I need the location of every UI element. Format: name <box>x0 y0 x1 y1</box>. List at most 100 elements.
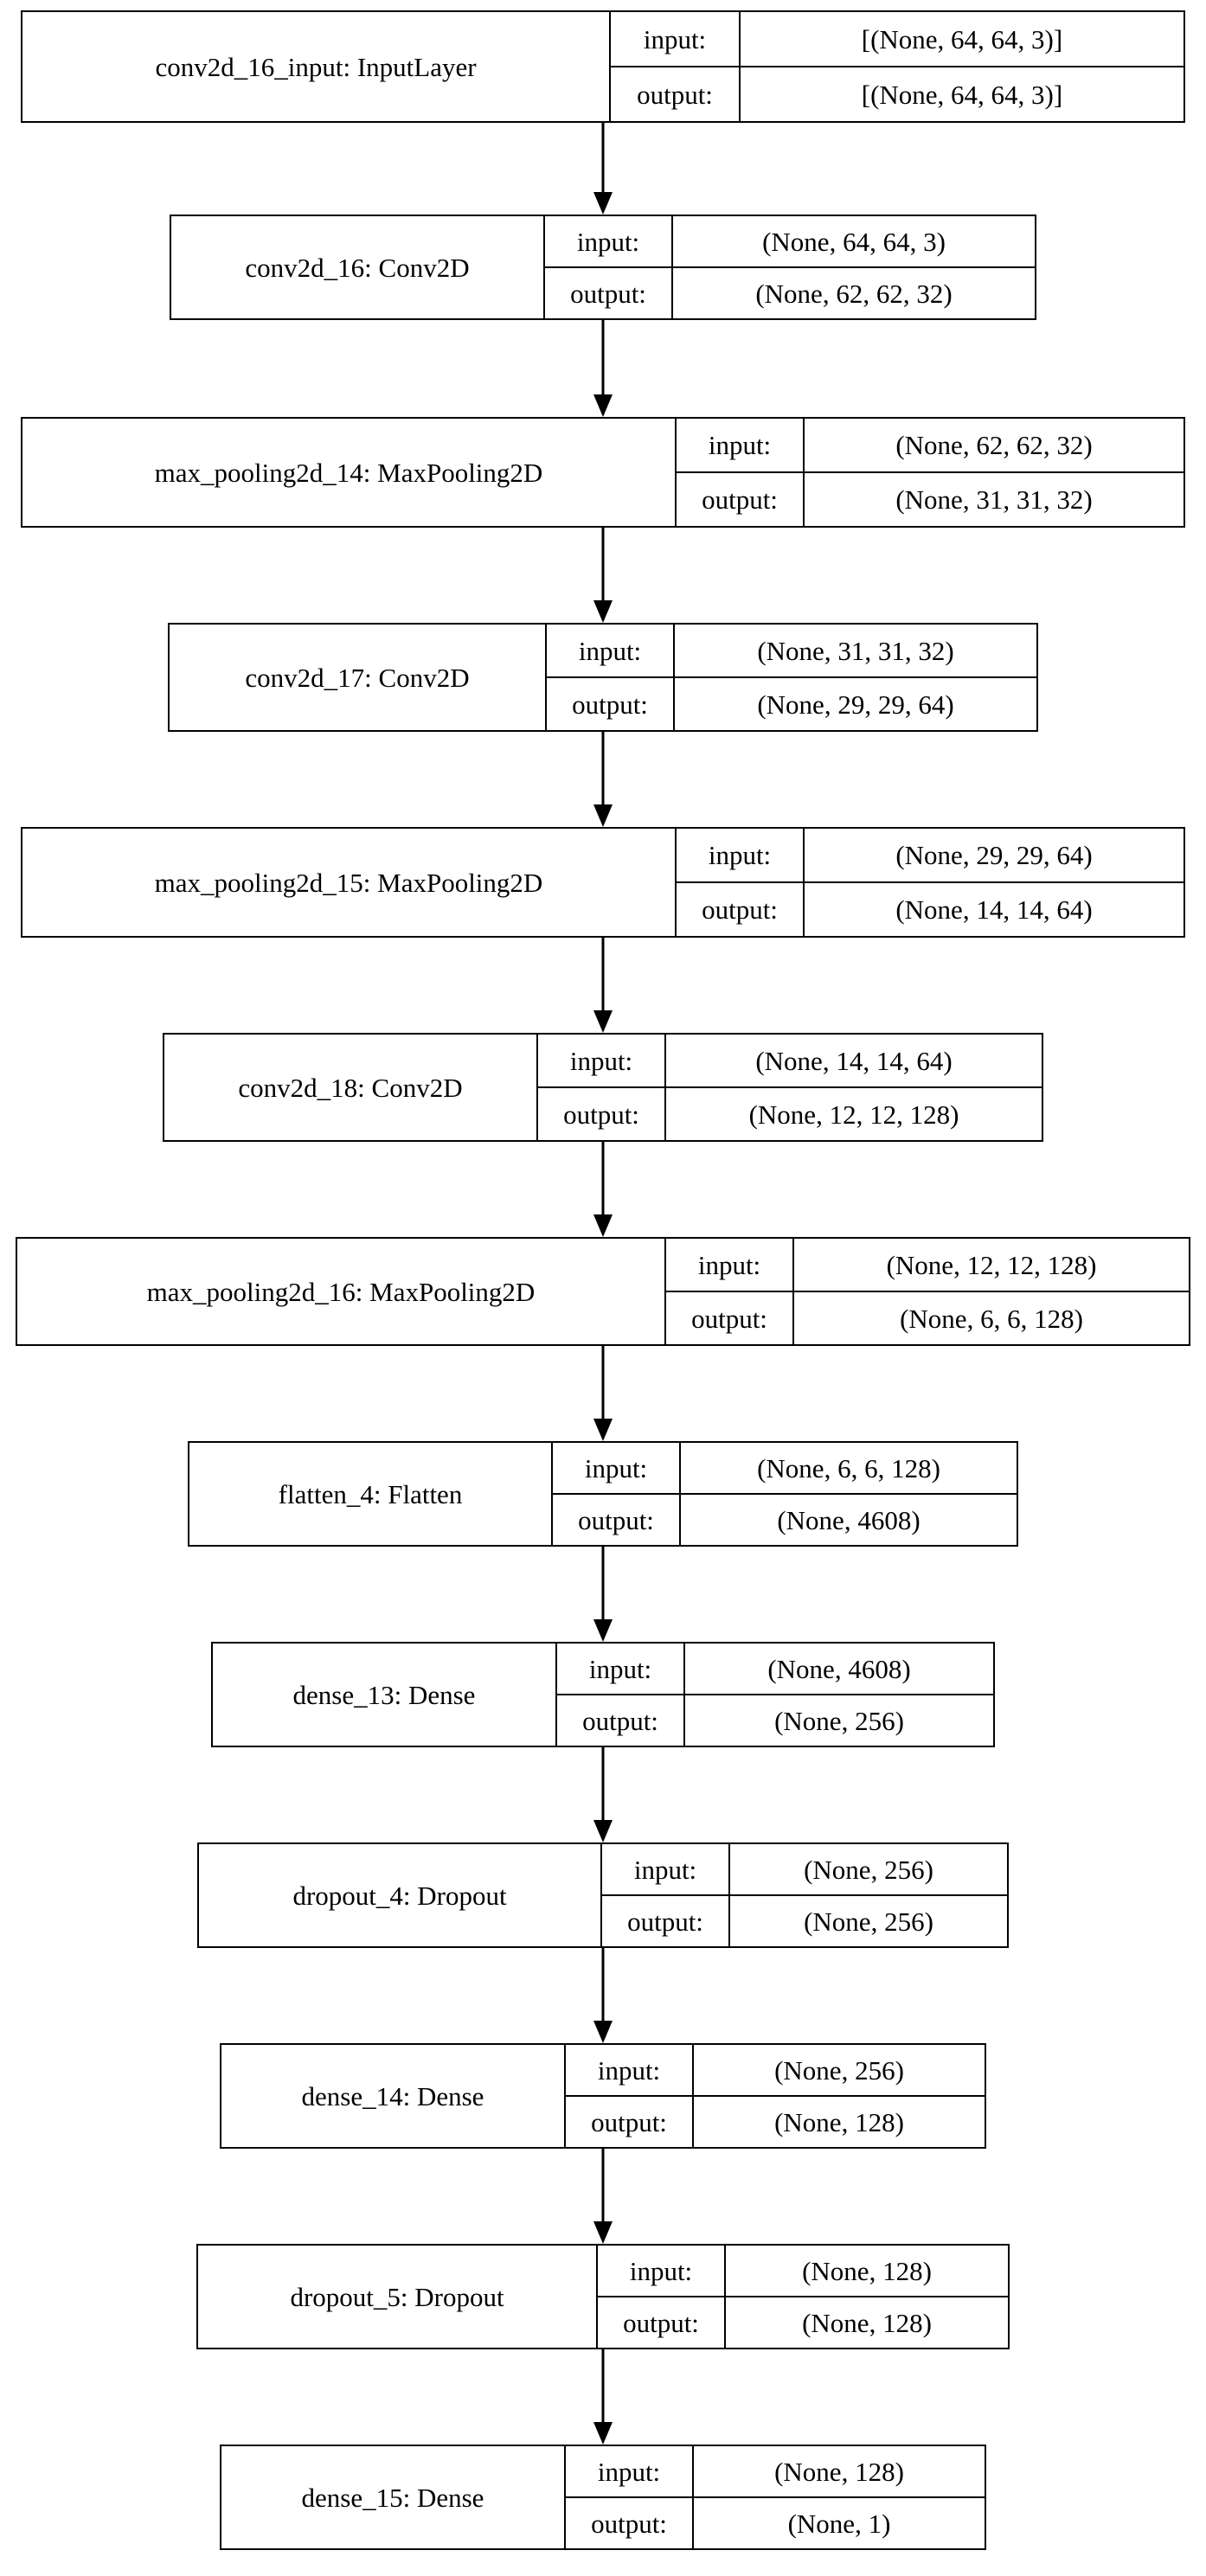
output-shape: (None, 256) <box>774 1705 904 1736</box>
io-row-input: input: (None, 4608) <box>557 1644 993 1695</box>
output-shape: (None, 14, 14, 64) <box>895 894 1093 925</box>
io-row-input: input: (None, 29, 29, 64) <box>677 829 1184 883</box>
layer-node-conv2d_17[interactable]: conv2d_17: Conv2D input: (None, 31, 31, … <box>168 623 1038 732</box>
io-table: input: (None, 14, 14, 64) output: (None,… <box>538 1035 1042 1140</box>
edge-dropout_4-to-dense_14 <box>592 1948 614 2043</box>
layer-node-dropout_5[interactable]: dropout_5: Dropout input: (None, 128) ou… <box>196 2244 1010 2349</box>
io-table: input: (None, 29, 29, 64) output: (None,… <box>677 829 1184 936</box>
io-row-output: output: (None, 31, 31, 32) <box>677 473 1184 526</box>
io-row-output: output: (None, 1) <box>566 2498 985 2548</box>
output-label: output: <box>553 1495 681 1545</box>
input-label: input: <box>557 1644 685 1694</box>
edge-max_pooling2d_15-to-conv2d_18 <box>592 938 614 1033</box>
io-row-input: input: [(None, 64, 64, 3)] <box>611 12 1184 67</box>
layer-node-dense_13[interactable]: dense_13: Dense input: (None, 4608) outp… <box>211 1642 995 1747</box>
layer-name-max_pooling2d_15: max_pooling2d_15: MaxPooling2D <box>22 829 677 936</box>
layer-name-max_pooling2d_16: max_pooling2d_16: MaxPooling2D <box>17 1239 666 1344</box>
layer-node-conv2d_16[interactable]: conv2d_16: Conv2D input: (None, 64, 64, … <box>170 215 1036 320</box>
output-shape: (None, 29, 29, 64) <box>757 689 954 720</box>
io-table: input: (None, 64, 64, 3) output: (None, … <box>545 216 1035 318</box>
io-row-input: input: (None, 128) <box>598 2246 1008 2297</box>
io-table: input: (None, 128) output: (None, 128) <box>598 2246 1008 2348</box>
output-label: output: <box>545 268 673 318</box>
io-row-output: output: (None, 62, 62, 32) <box>545 268 1035 318</box>
input-label: input: <box>545 216 673 266</box>
layer-node-dense_14[interactable]: dense_14: Dense input: (None, 256) outpu… <box>220 2043 986 2149</box>
layer-node-max_pooling2d_15[interactable]: max_pooling2d_15: MaxPooling2D input: (N… <box>21 827 1185 938</box>
layer-name-conv2d_16: conv2d_16: Conv2D <box>171 216 545 318</box>
layer-name-dropout_5: dropout_5: Dropout <box>198 2246 598 2348</box>
output-shape: (None, 12, 12, 128) <box>748 1099 959 1130</box>
input-label: input: <box>666 1239 794 1291</box>
layer-name-dense_14: dense_14: Dense <box>221 2045 566 2147</box>
input-label: input: <box>538 1035 666 1086</box>
edge-max_pooling2d_16-to-flatten_4 <box>592 1346 614 1441</box>
io-row-output: output: (None, 6, 6, 128) <box>666 1292 1189 1344</box>
io-row-output: output: (None, 128) <box>566 2097 985 2147</box>
input-shape: (None, 4608) <box>767 1653 911 1684</box>
io-row-input: input: (None, 14, 14, 64) <box>538 1035 1042 1088</box>
io-table: input: (None, 62, 62, 32) output: (None,… <box>677 419 1184 526</box>
layer-name-conv2d_18: conv2d_18: Conv2D <box>164 1035 538 1140</box>
io-row-output: output: (None, 12, 12, 128) <box>538 1088 1042 1140</box>
output-shape: (None, 128) <box>774 2106 904 2137</box>
layer-node-max_pooling2d_14[interactable]: max_pooling2d_14: MaxPooling2D input: (N… <box>21 417 1185 528</box>
input-shape: (None, 62, 62, 32) <box>895 430 1093 460</box>
io-table: input: (None, 31, 31, 32) output: (None,… <box>547 625 1036 730</box>
io-table: input: [(None, 64, 64, 3)] output: [(Non… <box>611 12 1184 121</box>
io-table: input: (None, 12, 12, 128) output: (None… <box>666 1239 1189 1344</box>
layer-name-flatten_4: flatten_4: Flatten <box>189 1443 553 1545</box>
output-label: output: <box>538 1088 666 1140</box>
input-shape: [(None, 64, 64, 3)] <box>861 23 1063 54</box>
input-shape: (None, 31, 31, 32) <box>757 635 954 666</box>
input-label: input: <box>566 2045 694 2095</box>
input-label: input: <box>566 2446 694 2496</box>
layer-node-max_pooling2d_16[interactable]: max_pooling2d_16: MaxPooling2D input: (N… <box>16 1237 1190 1346</box>
edge-dense_14-to-dropout_5 <box>592 2149 614 2244</box>
io-row-output: output: (None, 14, 14, 64) <box>677 883 1184 936</box>
output-shape: (None, 62, 62, 32) <box>755 278 953 309</box>
layer-node-dense_15[interactable]: dense_15: Dense input: (None, 128) outpu… <box>220 2445 986 2550</box>
layer-name-conv2d_16_input: conv2d_16_input: InputLayer <box>22 12 611 121</box>
output-shape: (None, 4608) <box>777 1504 921 1535</box>
output-label: output: <box>566 2498 694 2548</box>
layer-name-dropout_4: dropout_4: Dropout <box>199 1844 602 1946</box>
layer-name-conv2d_17: conv2d_17: Conv2D <box>170 625 547 730</box>
layer-name-dense_13: dense_13: Dense <box>213 1644 557 1746</box>
layer-node-conv2d_16_input[interactable]: conv2d_16_input: InputLayer input: [(Non… <box>21 10 1185 123</box>
edge-dropout_5-to-dense_15 <box>592 2349 614 2445</box>
input-label: input: <box>547 625 675 676</box>
input-label: input: <box>602 1844 730 1894</box>
input-shape: (None, 256) <box>774 2054 904 2086</box>
input-shape: (None, 128) <box>802 2255 932 2286</box>
edge-flatten_4-to-dense_13 <box>592 1547 614 1642</box>
edge-conv2d_16-to-max_pooling2d_14 <box>592 320 614 417</box>
output-label: output: <box>547 678 675 730</box>
io-row-output: output: (None, 29, 29, 64) <box>547 678 1036 730</box>
layer-node-flatten_4[interactable]: flatten_4: Flatten input: (None, 6, 6, 1… <box>188 1441 1018 1547</box>
layer-name-dense_15: dense_15: Dense <box>221 2446 566 2548</box>
layer-node-conv2d_18[interactable]: conv2d_18: Conv2D input: (None, 14, 14, … <box>163 1033 1043 1142</box>
input-label: input: <box>677 829 805 881</box>
input-shape: (None, 64, 64, 3) <box>762 226 946 257</box>
io-row-output: output: (None, 256) <box>602 1896 1007 1946</box>
input-shape: (None, 12, 12, 128) <box>886 1249 1097 1280</box>
output-shape: (None, 256) <box>804 1906 933 1937</box>
io-table: input: (None, 6, 6, 128) output: (None, … <box>553 1443 1017 1545</box>
input-label: input: <box>553 1443 681 1493</box>
input-shape: (None, 29, 29, 64) <box>895 840 1093 870</box>
layer-name-max_pooling2d_14: max_pooling2d_14: MaxPooling2D <box>22 419 677 526</box>
io-row-input: input: (None, 62, 62, 32) <box>677 419 1184 473</box>
input-label: input: <box>677 419 805 471</box>
output-shape: (None, 6, 6, 128) <box>900 1303 1083 1334</box>
io-row-input: input: (None, 128) <box>566 2446 985 2498</box>
output-label: output: <box>666 1292 794 1344</box>
io-row-output: output: (None, 128) <box>598 2297 1008 2348</box>
io-row-output: output: (None, 4608) <box>553 1495 1017 1545</box>
output-label: output: <box>611 67 741 121</box>
io-table: input: (None, 4608) output: (None, 256) <box>557 1644 993 1746</box>
output-label: output: <box>602 1896 730 1946</box>
layer-node-dropout_4[interactable]: dropout_4: Dropout input: (None, 256) ou… <box>197 1842 1009 1948</box>
input-shape: (None, 6, 6, 128) <box>757 1452 940 1483</box>
